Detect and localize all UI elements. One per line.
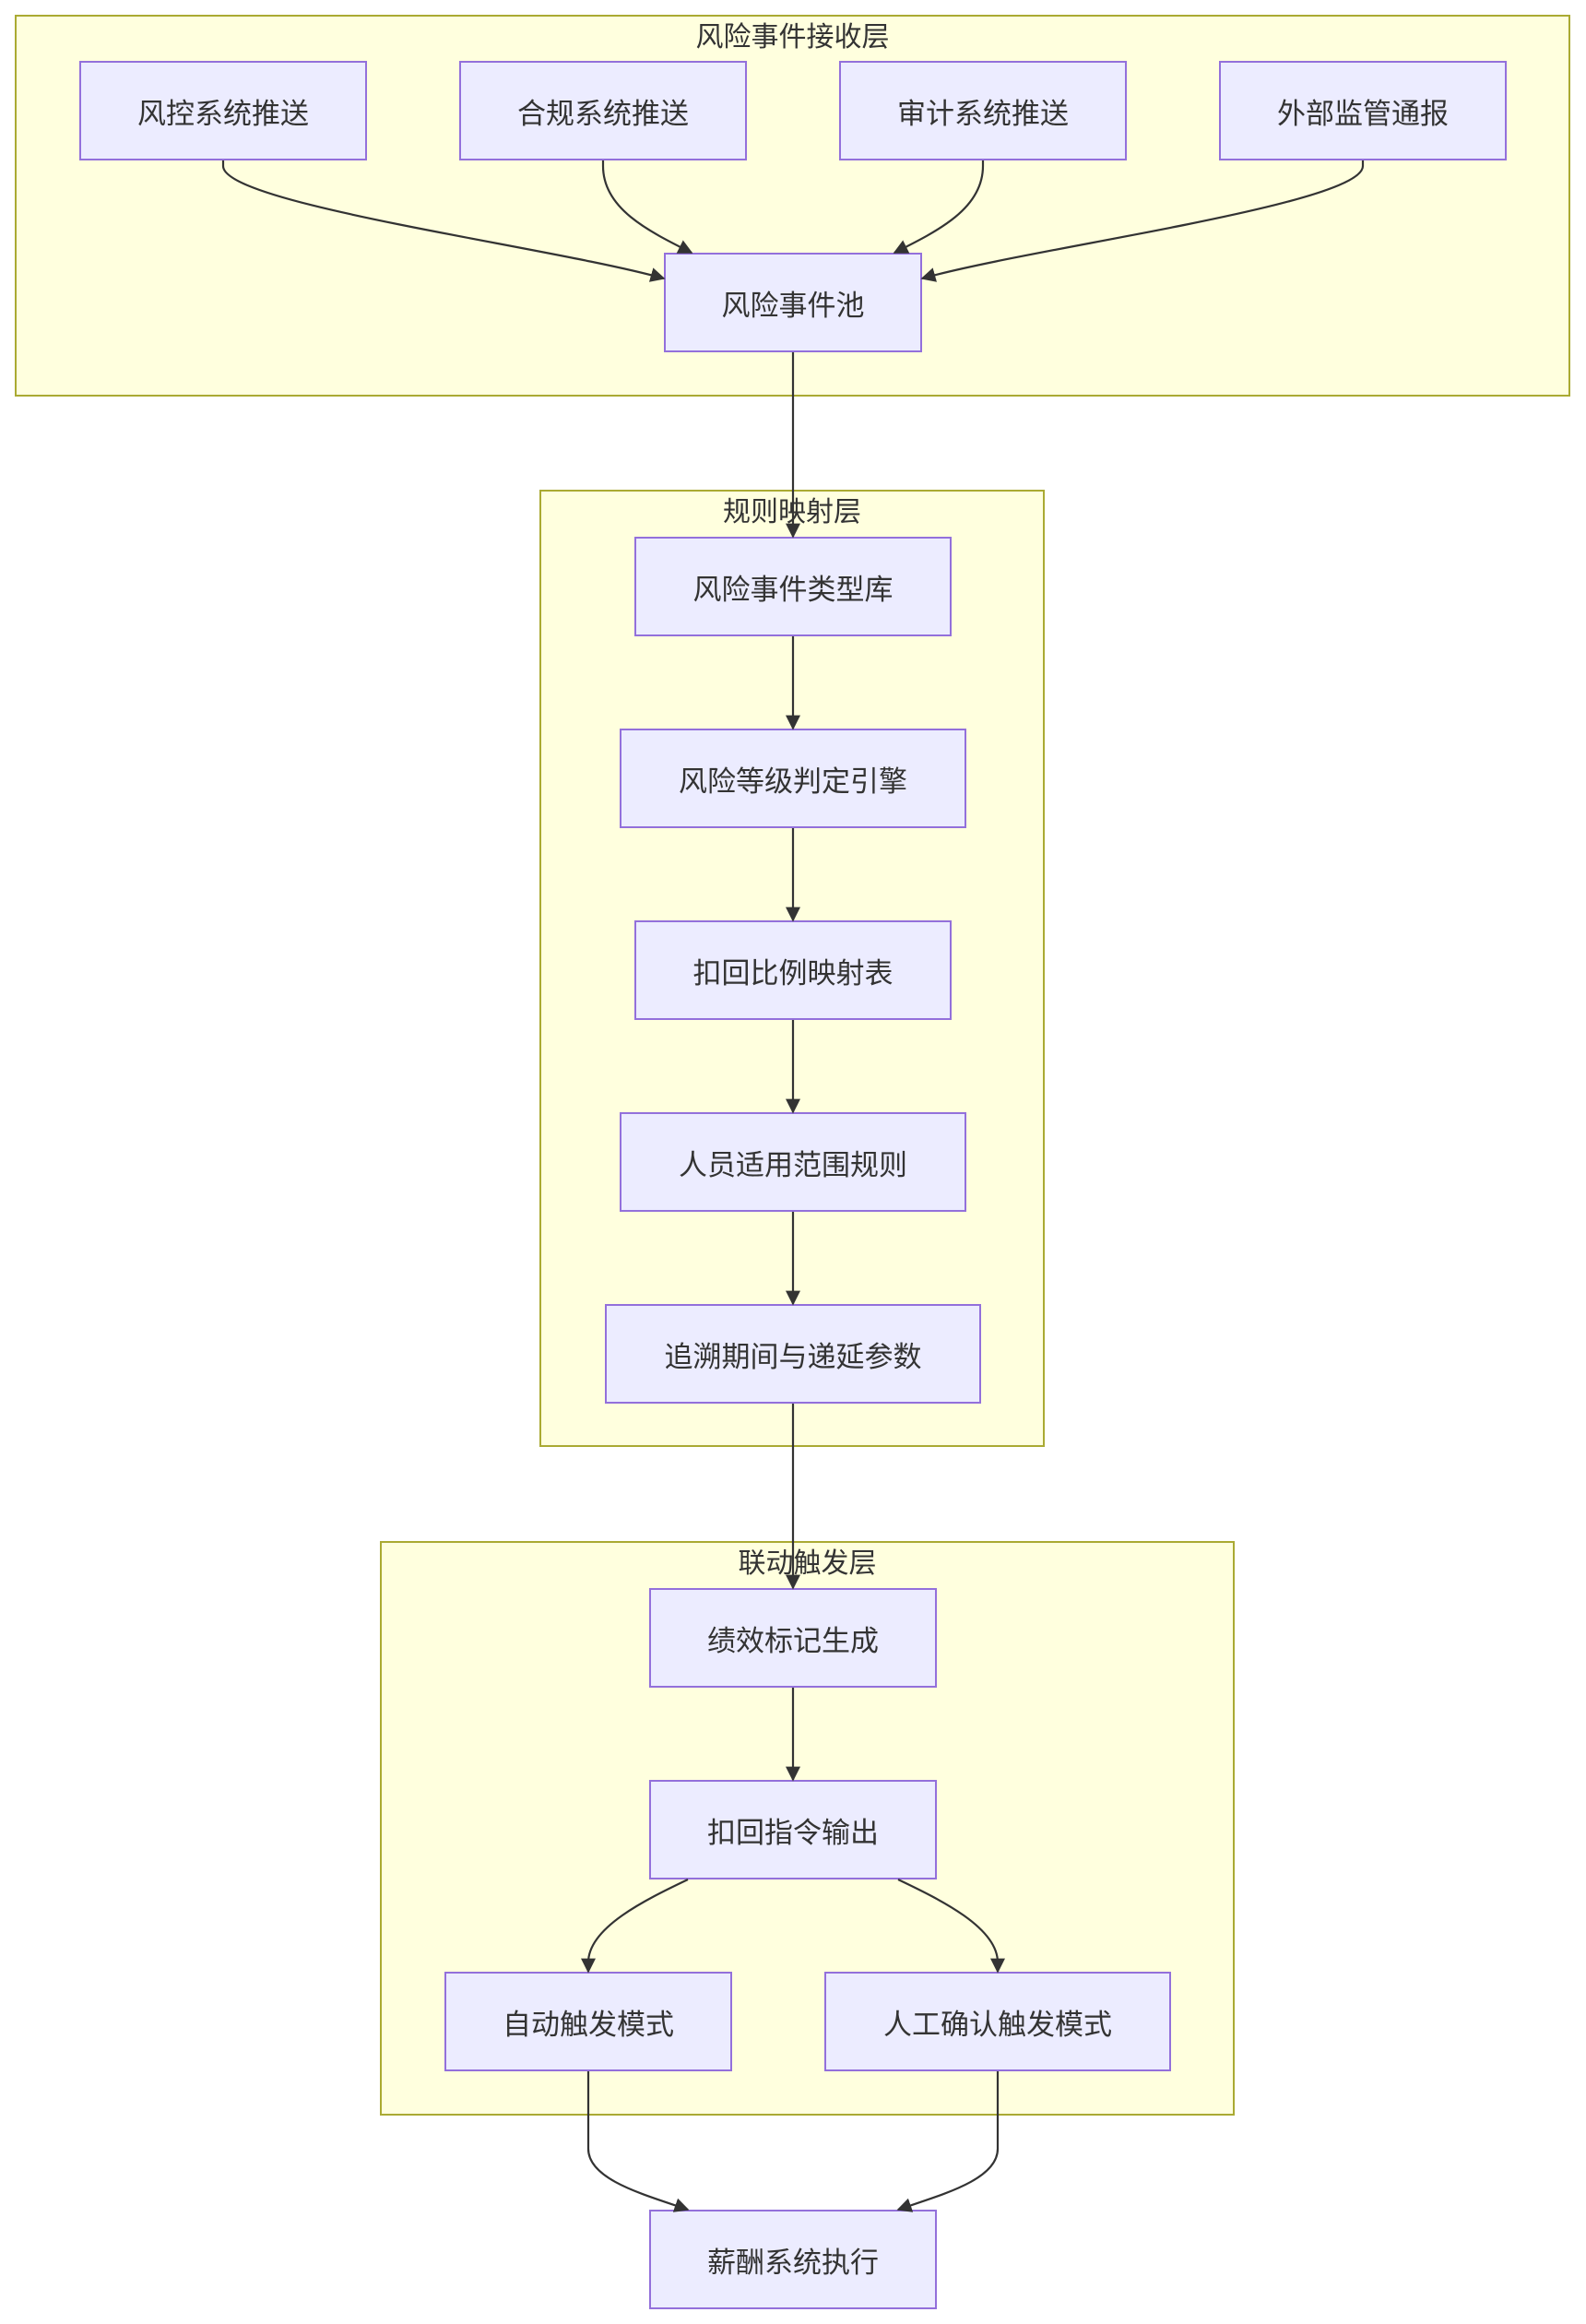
node-label: 自动触发模式 <box>503 2008 674 2042</box>
node-regulator-notice[interactable]: 外部监管通报 <box>1219 61 1507 160</box>
node-audit-push[interactable]: 审计系统推送 <box>839 61 1127 160</box>
node-performance-flag-generation[interactable]: 绩效标记生成 <box>649 1588 937 1688</box>
node-label: 扣回比例映射表 <box>692 956 894 990</box>
node-label: 绩效标记生成 <box>707 1624 879 1658</box>
node-risk-event-type-library[interactable]: 风险事件类型库 <box>634 537 952 636</box>
node-personnel-scope-rules[interactable]: 人员适用范围规则 <box>620 1112 966 1212</box>
node-risk-event-pool[interactable]: 风险事件池 <box>664 253 922 352</box>
node-label: 风险事件类型库 <box>692 573 894 607</box>
node-label: 风险等级判定引擎 <box>679 765 907 799</box>
node-label: 外部监管通报 <box>1277 97 1449 131</box>
node-label: 审计系统推送 <box>897 97 1069 131</box>
node-label: 追溯期间与递延参数 <box>664 1340 922 1374</box>
cluster-title-mapping: 规则映射层 <box>723 496 861 528</box>
node-label: 扣回指令输出 <box>707 1816 879 1850</box>
node-manual-confirm-trigger-mode[interactable]: 人工确认触发模式 <box>824 1972 1171 2071</box>
node-payroll-execution[interactable]: 薪酬系统执行 <box>649 2210 937 2309</box>
cluster-title-receive: 风险事件接收层 <box>695 21 890 53</box>
node-label: 合规系统推送 <box>517 97 689 131</box>
node-clawback-instruction-output[interactable]: 扣回指令输出 <box>649 1780 937 1879</box>
node-risk-level-engine[interactable]: 风险等级判定引擎 <box>620 729 966 828</box>
node-label: 薪酬系统执行 <box>707 2246 879 2280</box>
node-label: 风险事件池 <box>721 289 865 323</box>
node-risk-control-push[interactable]: 风控系统推送 <box>79 61 367 160</box>
cluster-title-trigger: 联动触发层 <box>738 1547 877 1580</box>
node-label: 人工确认触发模式 <box>883 2008 1112 2042</box>
node-label: 人员适用范围规则 <box>679 1148 907 1182</box>
node-auto-trigger-mode[interactable]: 自动触发模式 <box>444 1972 732 2071</box>
node-lookback-deferral-params[interactable]: 追溯期间与递延参数 <box>605 1304 981 1404</box>
node-label: 风控系统推送 <box>137 97 309 131</box>
node-clawback-ratio-table[interactable]: 扣回比例映射表 <box>634 920 952 1020</box>
node-compliance-push[interactable]: 合规系统推送 <box>459 61 747 160</box>
